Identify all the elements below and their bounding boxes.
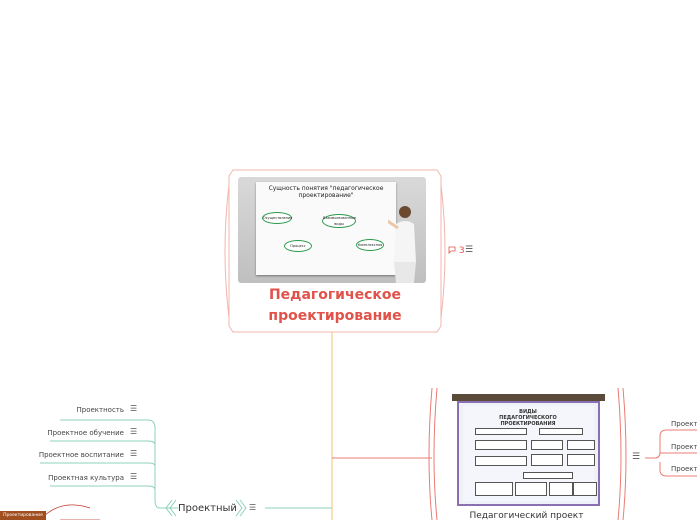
- diagram-box: [475, 456, 527, 466]
- comment-count: 3: [458, 246, 465, 256]
- list-item[interactable]: Проектность: [76, 406, 124, 414]
- diagram-box: [531, 440, 563, 450]
- diagram-box: [475, 440, 527, 450]
- diagram-box: [573, 482, 597, 496]
- diagram-box: [567, 454, 595, 466]
- hamburger-icon[interactable]: ☰: [249, 503, 257, 512]
- board-ellipse: Осуществление: [262, 212, 292, 224]
- image-frame-top: [452, 394, 605, 401]
- diagram-box: [549, 482, 573, 496]
- right-branch-image[interactable]: ВИДЫ ПЕДАГОГИЧЕСКОГО ПРОЕКТИРОВАНИЯ: [457, 401, 600, 506]
- hamburger-icon[interactable]: ☰: [130, 472, 138, 481]
- diagram-title: ВИДЫ ПЕДАГОГИЧЕСКОГО ПРОЕКТИРОВАНИЯ: [499, 409, 557, 427]
- hamburger-icon[interactable]: ☰: [465, 245, 474, 255]
- list-item[interactable]: Проект: [671, 465, 697, 473]
- bottom-left-node[interactable]: Проектирование: [0, 511, 46, 520]
- diagram-box: [523, 472, 573, 479]
- hamburger-icon[interactable]: ☰: [632, 452, 641, 462]
- diagram-box: [515, 482, 547, 496]
- hamburger-icon[interactable]: ☰: [130, 427, 138, 436]
- diagram-box: [539, 428, 583, 435]
- branch-label-projektny[interactable]: Проектный: [178, 503, 237, 514]
- central-node-outline: [228, 169, 442, 333]
- board-ellipse: Процесс: [284, 240, 312, 252]
- list-item[interactable]: Проектное воспитание: [38, 451, 124, 459]
- hamburger-icon[interactable]: ☰: [130, 404, 138, 413]
- right-branch-title[interactable]: Педагогический проект: [469, 511, 584, 521]
- list-item[interactable]: Проект: [671, 420, 697, 428]
- diagram-image: ВИДЫ ПЕДАГОГИЧЕСКОГО ПРОЕКТИРОВАНИЯ: [463, 406, 597, 501]
- whiteboard-title: Сущность понятия "педагогическое проекти…: [268, 185, 384, 199]
- whiteboard: Сущность понятия "педагогическое проекти…: [256, 182, 396, 275]
- central-image[interactable]: Сущность понятия "педагогическое проекти…: [238, 177, 426, 283]
- comment-counter[interactable]: 3: [448, 246, 465, 256]
- list-item[interactable]: Проект: [671, 443, 697, 451]
- central-title-line1: Педагогическое: [268, 287, 402, 303]
- hamburger-icon[interactable]: ☰: [130, 449, 138, 458]
- central-title-line2: проектирование: [268, 308, 402, 324]
- diagram-box: [475, 428, 527, 435]
- diagram-box: [567, 440, 595, 450]
- list-item[interactable]: Проектная культура: [48, 474, 124, 482]
- board-ellipse: Комплексная: [356, 239, 384, 251]
- diagram-box: [531, 454, 563, 466]
- speech-bubble-icon: [448, 246, 459, 256]
- board-ellipse: Взаимосвязанные виды: [322, 214, 357, 228]
- list-item[interactable]: Проектное обучение: [47, 429, 124, 437]
- diagram-box: [475, 482, 513, 496]
- central-node-title[interactable]: Педагогическое проектирование: [240, 285, 430, 327]
- teacher-figure: [388, 206, 416, 283]
